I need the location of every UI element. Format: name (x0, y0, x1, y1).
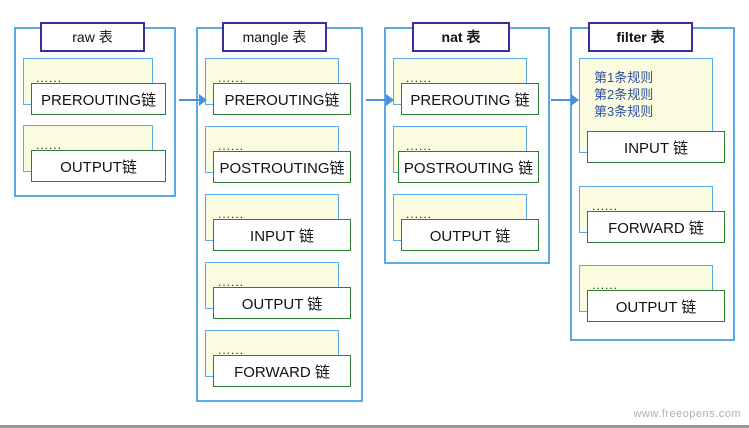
chain-box-mangle-input[interactable]: INPUT 链 (213, 219, 351, 251)
chain-label: OUTPUT链 (60, 158, 137, 176)
chain-box-nat-prerouting[interactable]: PREROUTING 链 (401, 83, 539, 115)
chain-box-nat-output[interactable]: OUTPUT 链 (401, 219, 539, 251)
chain-box-nat-postrouting[interactable]: POSTROUTING 链 (398, 151, 539, 183)
table-title-raw: raw 表 (40, 22, 145, 52)
chain-label: INPUT 链 (624, 139, 688, 157)
chain-label: POSTROUTING 链 (403, 159, 534, 177)
chain-label: FORWARD 链 (234, 363, 330, 381)
chain-label: OUTPUT 链 (429, 227, 511, 245)
table-title-mangle: mangle 表 (222, 22, 327, 52)
ellipsis-text: ...... (36, 71, 63, 85)
chain-label: POSTROUTING链 (219, 159, 345, 177)
watermark-text: www.freeopens.com (633, 408, 741, 420)
table-title-nat: nat 表 (412, 22, 510, 52)
chain-box-raw-output[interactable]: OUTPUT链 (31, 150, 166, 182)
ellipsis-text: ...... (218, 207, 245, 221)
chain-label: PREROUTING链 (224, 91, 340, 109)
chain-box-mangle-postrouting[interactable]: POSTROUTING链 (213, 151, 351, 183)
arrow-nat-to-filter (551, 94, 579, 106)
chain-box-mangle-prerouting[interactable]: PREROUTING链 (213, 83, 351, 115)
arrow-mangle-to-nat (366, 94, 394, 106)
ellipsis-text: ...... (218, 275, 245, 289)
chain-label: INPUT 链 (250, 227, 314, 245)
chain-box-mangle-output[interactable]: OUTPUT 链 (213, 287, 351, 319)
chain-label: PREROUTING 链 (410, 91, 530, 109)
chain-label: OUTPUT 链 (615, 298, 697, 316)
rule-line-2: 第2条规则 (594, 87, 654, 102)
ellipsis-text: ...... (218, 343, 245, 357)
chain-box-filter-input[interactable]: INPUT 链 (587, 131, 725, 163)
ellipsis-text: ...... (592, 199, 619, 213)
chain-box-raw-prerouting[interactable]: PREROUTING链 (31, 83, 166, 115)
ellipsis-text: ...... (218, 71, 245, 85)
chain-box-filter-output[interactable]: OUTPUT 链 (587, 290, 725, 322)
bottom-divider (0, 425, 749, 428)
ellipsis-text: ...... (592, 278, 619, 292)
table-title-filter: filter 表 (588, 22, 693, 52)
ellipsis-text: ...... (36, 138, 63, 152)
chain-label: FORWARD 链 (608, 219, 704, 237)
rule-line-3: 第3条规则 (594, 104, 654, 119)
ellipsis-text: ...... (406, 139, 433, 153)
ellipsis-text: ...... (406, 71, 433, 85)
chain-box-filter-forward[interactable]: FORWARD 链 (587, 211, 725, 243)
chain-box-mangle-forward[interactable]: FORWARD 链 (213, 355, 351, 387)
ellipsis-text: ...... (218, 139, 245, 153)
rule-line-1: 第1条规则 (594, 70, 654, 85)
ellipsis-text: ...... (406, 207, 433, 221)
arrow-raw-to-mangle (179, 94, 207, 106)
chain-label: OUTPUT 链 (241, 295, 323, 313)
chain-label: PREROUTING链 (40, 91, 156, 109)
